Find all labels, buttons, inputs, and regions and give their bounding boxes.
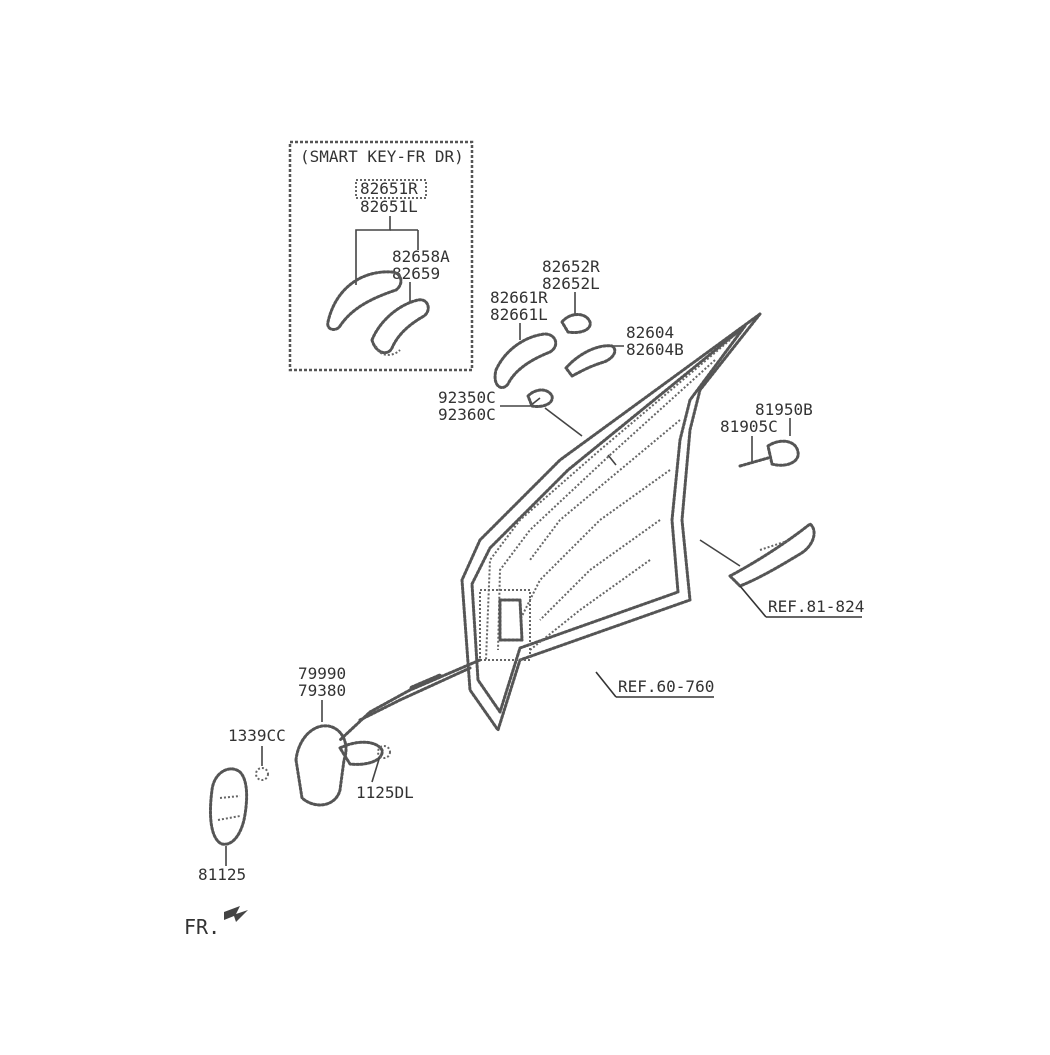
smart-key-inset: (SMART KEY-FR DR) 82651R 82651L 82658A 8… [288, 140, 474, 372]
door-outer-frame [460, 312, 762, 732]
outside-handle-group: 82652R 82652L 82661R 82661L 82604 82604B… [438, 257, 684, 437]
hinge-bolt [255, 767, 269, 781]
label-82659: 82659 [392, 264, 440, 283]
inset-title: (SMART KEY-FR DR) [300, 147, 464, 166]
label-82604: 82604 [626, 323, 674, 342]
label-92360C: 92360C [438, 405, 496, 424]
lock-cylinder [766, 439, 800, 467]
inset-frame [288, 140, 474, 372]
label-82652R: 82652R [542, 257, 600, 276]
handle-cap [560, 313, 592, 334]
label-82651R-inset: 82651R [360, 179, 418, 198]
front-direction-indicator: FR. [184, 906, 248, 939]
label-82658A: 82658A [392, 247, 450, 266]
front-door-panel [460, 312, 762, 732]
label-92350C: 92350C [438, 388, 496, 407]
door-hinge-area [479, 589, 531, 661]
label-81125: 81125 [198, 865, 246, 884]
label-82651L-inset: 82651L [360, 197, 418, 216]
label-82661L: 82661L [490, 305, 548, 324]
ref-81-824: REF.81-824 [768, 597, 864, 616]
label-82652L: 82652L [542, 274, 600, 293]
leader-handle [355, 216, 391, 285]
handle-cover [370, 298, 430, 355]
door-seal-part [208, 767, 249, 846]
label-81950B: 81950B [755, 400, 813, 419]
latch-housing [498, 598, 524, 642]
door-stopper: 81125 [198, 767, 249, 884]
door-panel-ref: REF.60-760 [595, 671, 714, 698]
window-frame-rail [485, 339, 731, 661]
label-1339CC: 1339CC [228, 726, 286, 745]
ref-60-760: REF.60-760 [618, 677, 714, 696]
hinge-screw [377, 745, 391, 759]
door-latch-right: 81950B 81905C [720, 400, 813, 468]
label-82661R: 82661R [490, 288, 548, 307]
handle-bezel [564, 344, 617, 378]
front-arrow-icon [224, 906, 248, 922]
door-belt-line [529, 419, 681, 561]
fr-label: FR. [184, 915, 220, 939]
label-82604B: 82604B [626, 340, 684, 359]
door-inner-frame [470, 324, 747, 714]
outside-handle [493, 332, 558, 389]
label-79990: 79990 [298, 664, 346, 683]
handle-lamp [526, 388, 554, 408]
inner-latch-ref: REF.81-824 [699, 522, 864, 618]
label-81905C: 81905C [720, 417, 778, 436]
inside-handle-assembly [728, 522, 816, 588]
door-check-arm [338, 658, 482, 742]
hinge-bracket [338, 740, 384, 766]
label-1125DL: 1125DL [356, 783, 414, 802]
label-79380: 79380 [298, 681, 346, 700]
door-check-group: 79990 79380 1339CC 1125DL [228, 658, 482, 807]
door-hinge [294, 724, 348, 807]
outside-handle-smartkey [326, 270, 403, 331]
